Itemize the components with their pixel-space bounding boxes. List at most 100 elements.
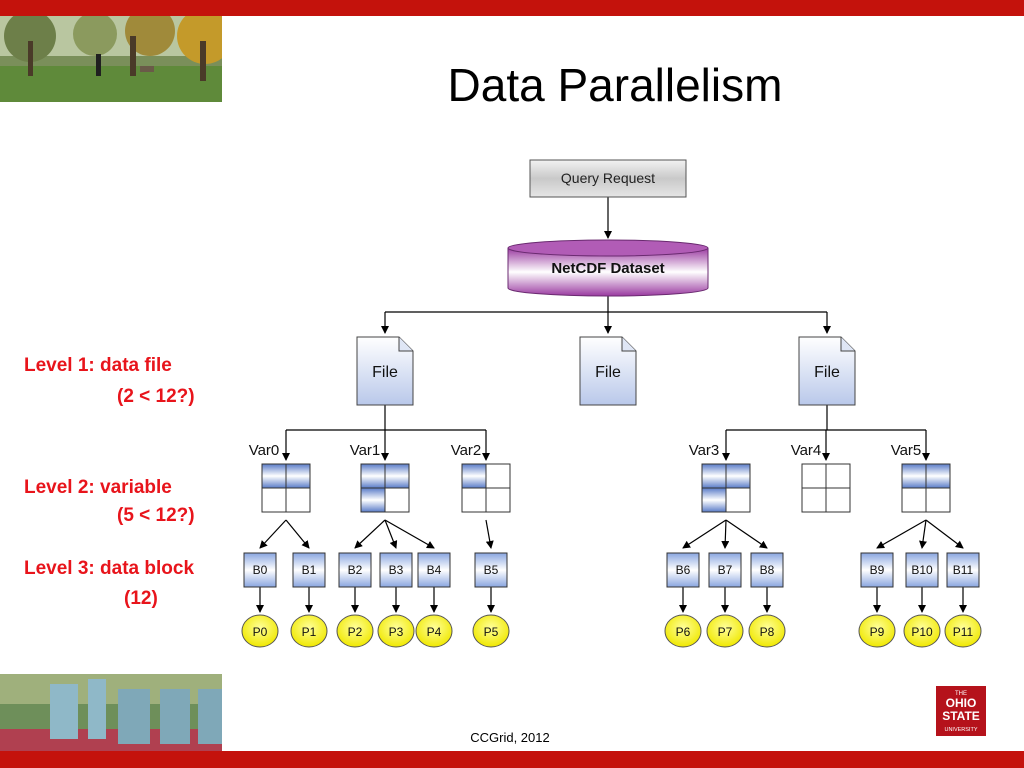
file-node-1: File [579, 336, 637, 406]
variable-cell [261, 463, 287, 489]
variable-cell [725, 487, 751, 513]
processor-label: P5 [484, 625, 499, 639]
edge [682, 519, 727, 549]
variable-node-5: Var5 [891, 442, 951, 513]
variable-cell [901, 463, 927, 489]
block-label: B4 [427, 563, 442, 577]
edge [725, 519, 768, 549]
processor-node-9: P9 [858, 614, 896, 648]
processor-label: P11 [953, 625, 974, 639]
variable-cell [461, 487, 487, 513]
processor-label: P1 [302, 625, 317, 639]
block-node-9: B9 [860, 552, 894, 588]
variable-label: Var0 [249, 442, 280, 459]
variable-cell [461, 463, 487, 489]
block-label: B0 [253, 563, 268, 577]
variable-cell [801, 487, 827, 513]
variable-node-1: Var1 [350, 442, 410, 513]
processor-node-6: P6 [664, 614, 702, 648]
processor-node-11: P11 [944, 614, 982, 648]
variable-label: Var2 [451, 442, 482, 459]
query-request-label: Query Request [561, 170, 655, 186]
processor-label: P2 [348, 625, 363, 639]
block-label: B3 [389, 563, 404, 577]
query-request-box: Query Request [529, 159, 687, 198]
edge [259, 519, 287, 549]
variable-cell [384, 463, 410, 489]
block-node-6: B6 [666, 552, 700, 588]
edge [919, 519, 927, 549]
block-node-10: B10 [905, 552, 939, 588]
variable-node-0: Var0 [249, 442, 311, 513]
edge [285, 519, 310, 549]
variable-cell [360, 487, 386, 513]
block-label: B1 [302, 563, 317, 577]
edge [876, 519, 927, 549]
level2-label: Level 2: variable [24, 477, 172, 498]
netcdf-dataset-cylinder: NetCDF Dataset [507, 239, 709, 297]
osu-logo-university: UNIVERSITY [944, 727, 977, 733]
file-node-2: File [798, 336, 856, 406]
processor-label: P0 [253, 625, 268, 639]
file-node-0: File [356, 336, 414, 406]
level2-count: (5 < 12?) [117, 505, 195, 526]
block-node-7: B7 [708, 552, 742, 588]
level1-label: Level 1: data file [24, 355, 172, 376]
block-label: B6 [676, 563, 691, 577]
block-label: B8 [760, 563, 775, 577]
variable-cell [261, 487, 287, 513]
processor-node-3: P3 [377, 614, 415, 648]
variable-cell [925, 487, 951, 513]
block-label: B11 [953, 563, 974, 577]
block-node-4: B4 [417, 552, 451, 588]
processor-label: P10 [911, 625, 933, 639]
edge [925, 519, 964, 549]
variable-cell [825, 463, 851, 489]
processor-label: P3 [389, 625, 404, 639]
processor-node-1: P1 [290, 614, 328, 648]
edge [485, 519, 494, 549]
variable-cell [725, 463, 751, 489]
processor-node-5: P5 [472, 614, 510, 648]
processor-node-4: P4 [415, 614, 453, 648]
netcdf-dataset-label: NetCDF Dataset [551, 260, 664, 277]
variable-cell [901, 487, 927, 513]
variable-node-3: Var3 [689, 442, 751, 513]
osu-logo-the: THE [955, 691, 967, 697]
processor-label: P7 [718, 625, 733, 639]
variable-cell [485, 463, 511, 489]
processor-label: P9 [870, 625, 885, 639]
footer-text: CCGrid, 2012 [470, 730, 550, 745]
diagram-edges [256, 197, 967, 613]
variable-cell [485, 487, 511, 513]
processor-node-8: P8 [748, 614, 786, 648]
osu-logo-ohio: OHIO [946, 696, 977, 710]
variable-cell [925, 463, 951, 489]
variable-label: Var1 [350, 442, 381, 459]
variable-cell [701, 487, 727, 513]
block-node-1: B1 [292, 552, 326, 588]
file-nodes: File File File [356, 336, 856, 406]
top-red-bar [0, 0, 1024, 16]
variable-cell [285, 463, 311, 489]
edge [354, 519, 386, 549]
block-label: B7 [718, 563, 733, 577]
campus-photo [0, 16, 222, 102]
variable-cell [825, 487, 851, 513]
block-node-8: B8 [750, 552, 784, 588]
variable-node-2: Var2 [451, 442, 511, 513]
processor-node-10: P10 [903, 614, 941, 648]
edge [721, 519, 730, 549]
variable-label: Var5 [891, 442, 922, 459]
block-label: B9 [870, 563, 885, 577]
variable-cell [384, 487, 410, 513]
variable-cell [701, 463, 727, 489]
variable-nodes: Var0 Var1 Var2 Var3 Var4 Var5 [249, 442, 951, 513]
variable-cell [360, 463, 386, 489]
processor-node-2: P2 [336, 614, 374, 648]
variable-node-4: Var4 [791, 442, 851, 513]
bottom-red-bar [0, 751, 1024, 768]
level3-count: (12) [124, 588, 158, 609]
